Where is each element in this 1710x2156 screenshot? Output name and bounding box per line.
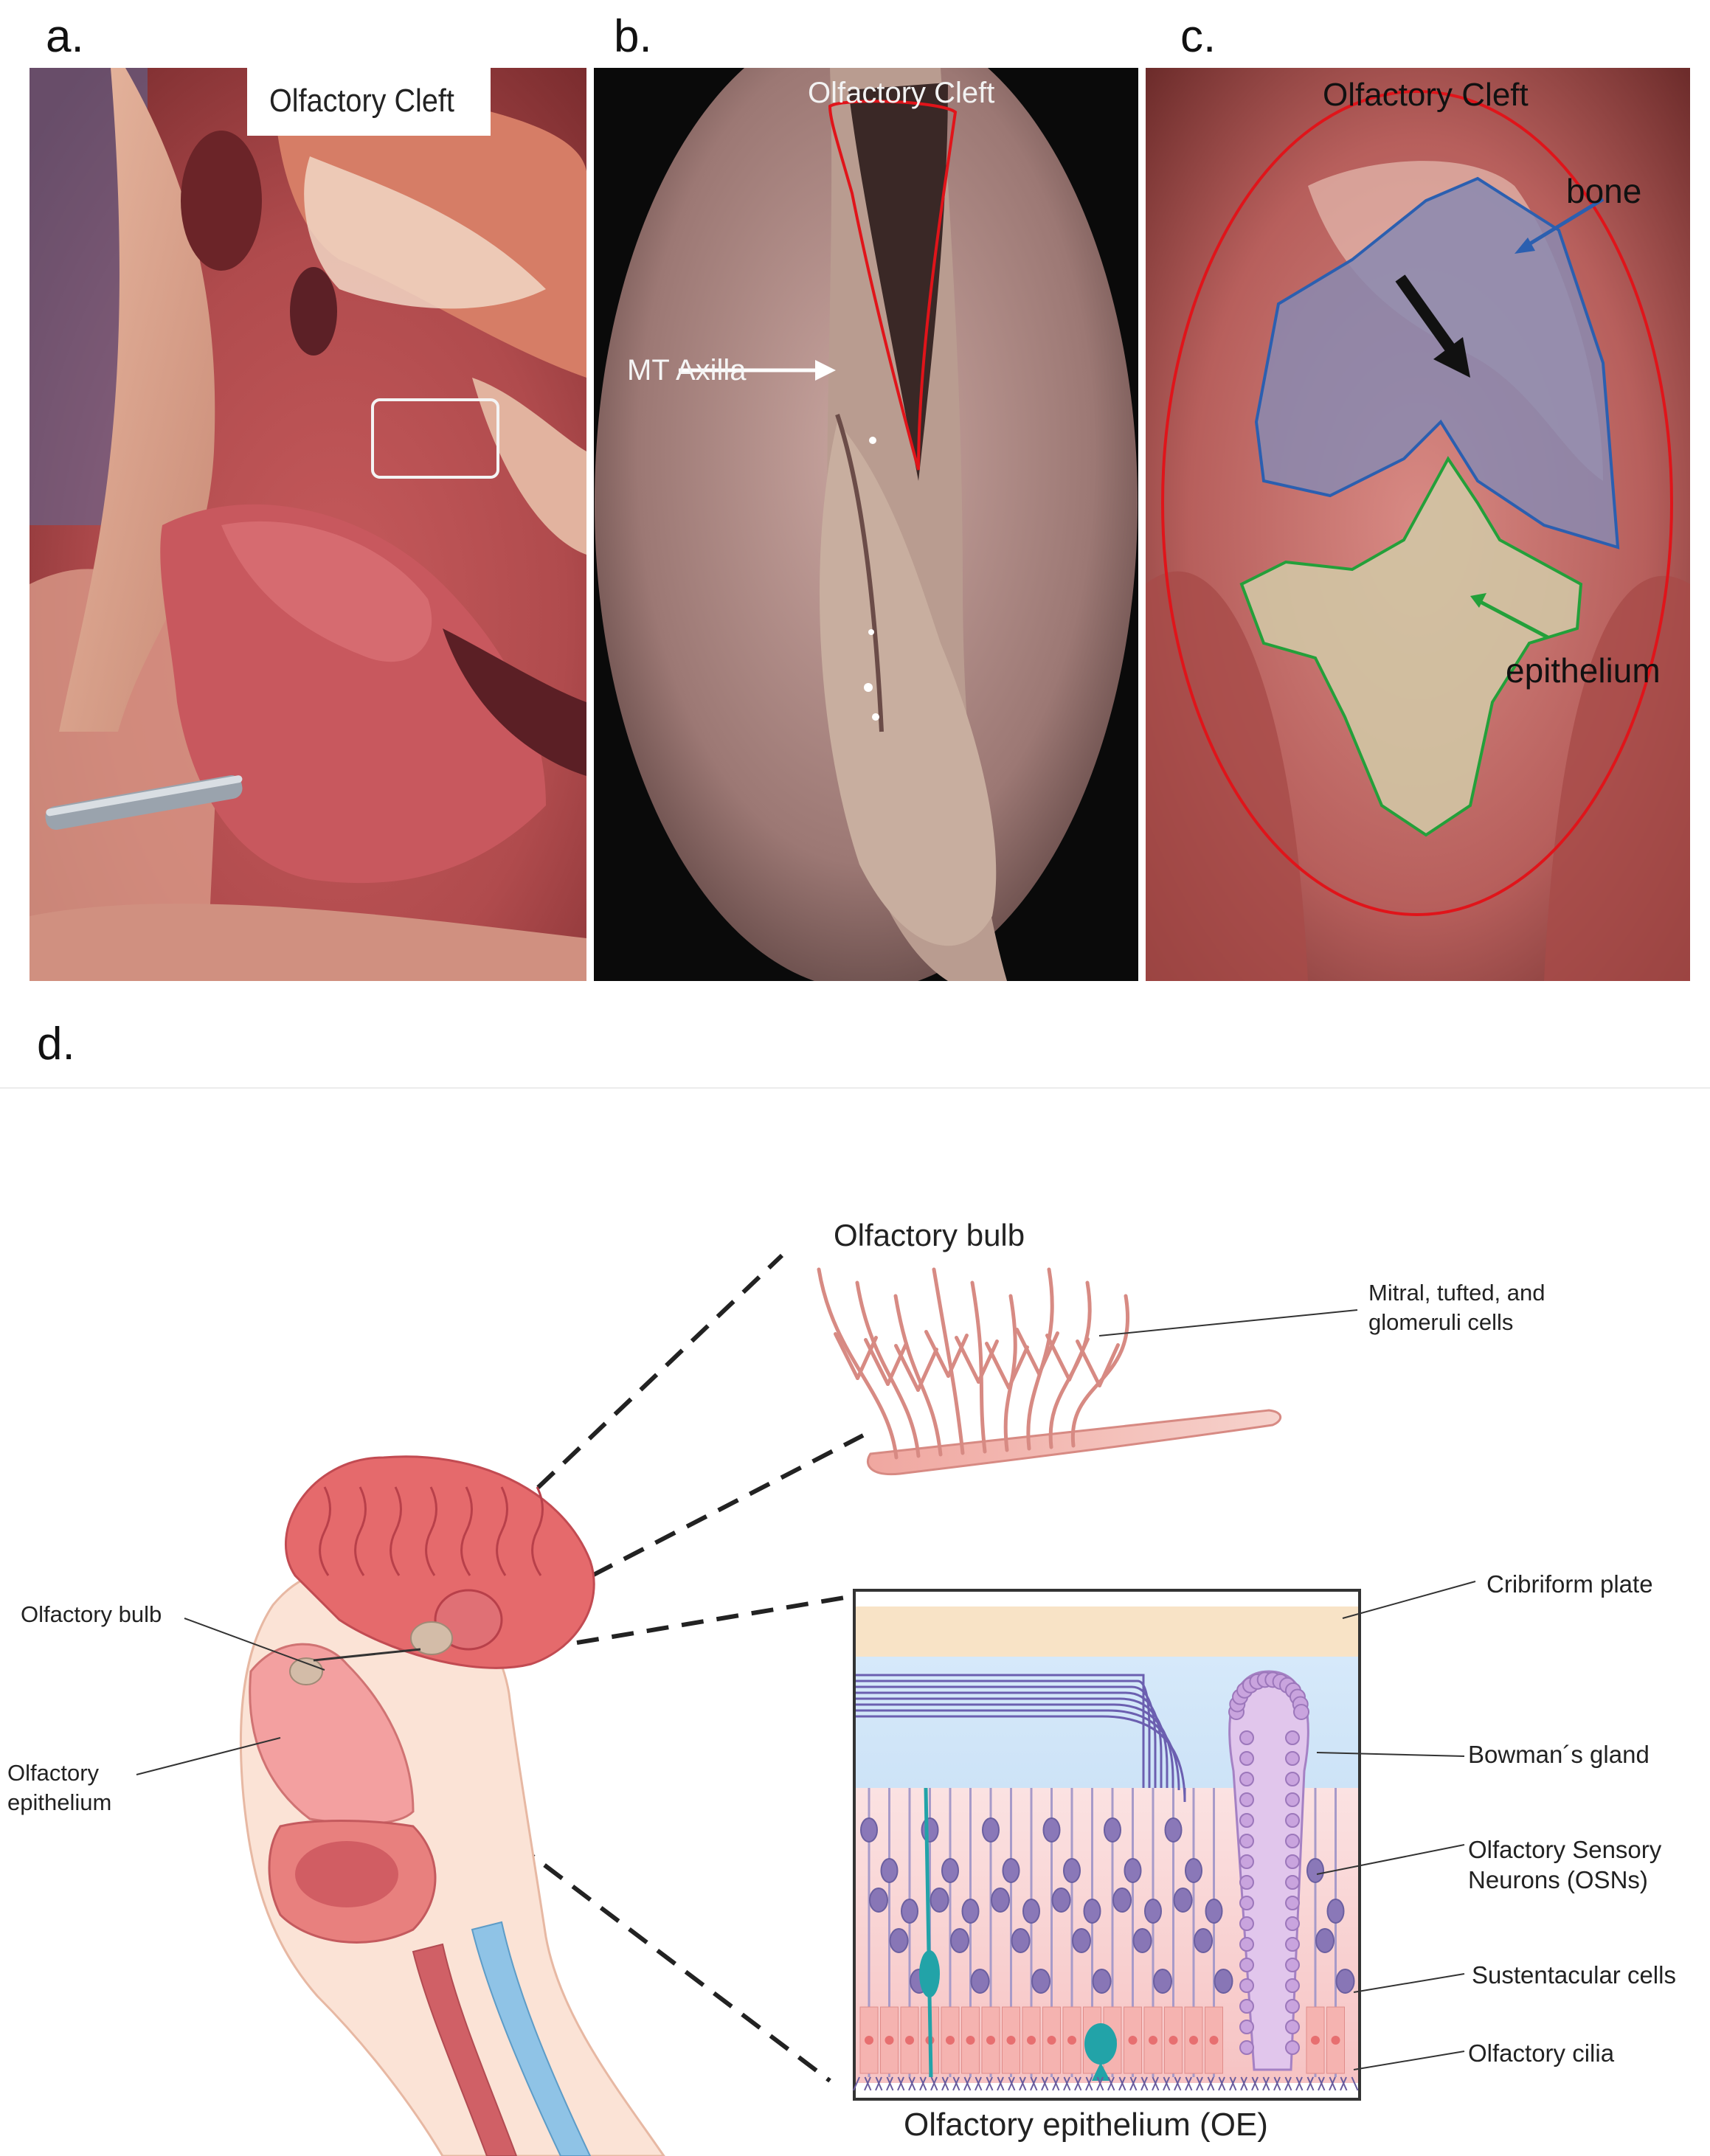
panel-c-photo: Olfactory Cleft bone epithelium [1146,68,1690,981]
bulb-title: Olfactory bulb [834,1218,1025,1252]
panel-d-letter: d. [37,1019,75,1070]
cleft-outline-red [1161,90,1673,916]
oe-title: Olfactory epithelium (OE) [904,2107,1268,2143]
head-epithelium-label-line2: epithelium [7,1789,112,1815]
panel-c-bone-label: bone [1566,172,1642,210]
olfactory-schematic [136,1253,1476,2156]
epithelium-box [853,1589,1361,2101]
mitral-label-line2: glomeruli cells [1368,1309,1514,1335]
sustentacular-label: Sustentacular cells [1472,1961,1676,1989]
bowmans-gland-label: Bowman´s gland [1468,1741,1650,1768]
panel-c-epithelium-label: epithelium [1506,651,1661,690]
bone-outline-blue [1254,176,1620,550]
endoscopic-view-image [595,68,1138,981]
osn-label-line1: Olfactory Sensory [1468,1836,1662,1863]
head-bulb-label: Olfactory bulb [21,1601,162,1627]
bone-arrow-head [1515,238,1535,254]
panel-a-cleft-label: Olfactory Cleft [269,83,454,119]
olfactory-bulb-illustration [817,1267,1282,1476]
region-box [371,398,499,479]
annotated-endoscopic-image [1146,68,1690,981]
section-divider [0,1087,1710,1089]
epithelium-arrow-line [1476,598,1549,639]
bone-arrow-line [1520,197,1605,251]
panel-b-letter: b. [614,11,652,62]
pointer-arrow-head [1433,337,1470,378]
cleft-outline-red [828,100,958,471]
cribriform-plate-layer [856,1606,1358,1657]
panel-a-photo: Olfactory Cleft [30,68,586,981]
panel-a-letter: a. [46,11,84,62]
cadaver-dissection-image [30,68,586,981]
cribriform-label: Cribriform plate [1486,1570,1653,1598]
head-epithelium-label-line1: Olfactory [7,1760,100,1786]
mitral-label-line1: Mitral, tufted, and [1368,1280,1545,1306]
osn-label-line2: Neurons (OSNs) [1468,1866,1648,1893]
panel-a-cleft-label-box [247,68,491,136]
panel-b-photo: Olfactory Cleft MT Axilla [594,68,1138,981]
panel-b-cleft-label: Olfactory Cleft [808,77,995,109]
callout-lines [136,1309,1476,2070]
head-sagittal-illustration [239,1455,665,2156]
epithelium-arrow-head [1470,593,1486,608]
axilla-arrow-head [815,360,836,381]
panel-c-cleft-label: Olfactory Cleft [1323,77,1529,113]
pointer-arrow-line [1395,274,1461,359]
cilia-label: Olfactory cilia [1468,2039,1615,2067]
epithelium-outline-green [1239,456,1583,837]
panel-c-letter: c. [1180,11,1216,62]
panel-b-axilla-label: MT Axilla [627,354,747,387]
